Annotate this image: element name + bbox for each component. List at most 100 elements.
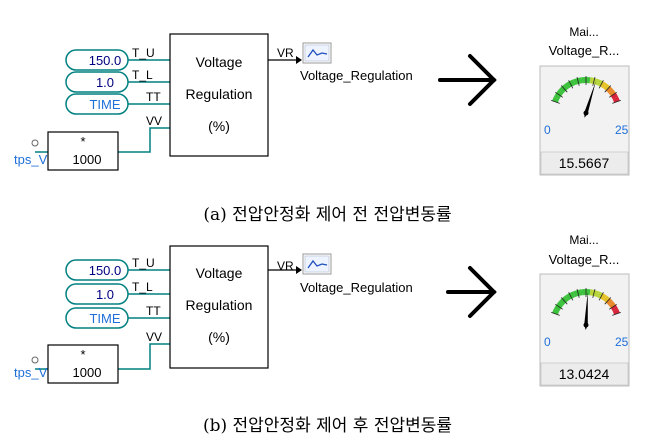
gauge-tick: [608, 303, 617, 310]
block-line3: (%): [208, 118, 230, 134]
gauge-hub: [583, 110, 589, 116]
signal-label: tps_V: [14, 365, 48, 380]
multiplier-value: 1000: [73, 152, 102, 167]
output-label: Voltage_Regulation: [300, 280, 413, 295]
gauge-arc-segment: [596, 79, 603, 87]
schematic-b: 150.0 1.0 TIME * 1000 tps_V Voltage Regu…: [14, 233, 630, 387]
gauge-arc-segment: [561, 295, 569, 303]
input-150-value: 150.0: [89, 263, 122, 278]
input-1-value: 1.0: [96, 75, 114, 90]
gauge-tick: [555, 303, 564, 310]
graph-icon-a[interactable]: [302, 42, 332, 64]
input-time-value: TIME: [89, 97, 120, 112]
meter-b[interactable]: 0 25 13.0424: [539, 273, 630, 387]
gauge-needle: [584, 81, 596, 118]
gauge-arc-segment: [556, 89, 564, 97]
multiplier-block-a[interactable]: * 1000: [47, 131, 119, 171]
voltage-regulation-block-b[interactable]: Voltage Regulation (%) T_U T_L TT VV VR: [132, 245, 294, 369]
gauge-arc-segment: [569, 79, 576, 87]
meter-min: 0: [544, 123, 551, 137]
meter-a[interactable]: 0 25 15.5667: [539, 65, 630, 176]
gauge-tick: [598, 292, 604, 301]
gauge-arc-segment: [581, 77, 586, 84]
signal-tps-v-b[interactable]: tps_V: [14, 356, 48, 380]
arrow-icon-a: [438, 54, 497, 106]
port-vv: VV: [146, 114, 162, 128]
gauge-tick: [592, 77, 596, 86]
gauge-arc-segment: [565, 293, 572, 301]
input-150-a[interactable]: 150.0: [65, 49, 129, 71]
panel-a: 150.0 1.0 TIME * 1000 tps_V Voltage Regu…: [14, 25, 630, 176]
gauge-hub: [583, 322, 589, 328]
gauge-tick: [551, 99, 560, 104]
gauge-arc-segment: [581, 289, 586, 296]
meter-readout: 13.0424: [559, 366, 610, 382]
gauge-tick: [568, 292, 574, 301]
gauge-a: [551, 76, 621, 118]
meter-max: 25: [615, 335, 629, 349]
gauge-arc-segment: [608, 89, 616, 97]
gauge-tick: [576, 289, 580, 298]
gauge-tick: [604, 85, 612, 93]
gauge-tick: [612, 99, 621, 104]
block-line1: Voltage: [196, 265, 243, 281]
gauge-arc-segment: [606, 298, 614, 306]
gauge-tick: [576, 77, 580, 86]
multiplier-value: 1000: [73, 365, 102, 380]
input-150-value: 150.0: [89, 53, 122, 68]
meter-title1: Mai...: [569, 25, 598, 39]
port-tt: TT: [146, 90, 161, 104]
meter-title2: Voltage_R...: [549, 43, 620, 58]
port-vr: VR: [277, 259, 294, 273]
multiplier-block-b[interactable]: * 1000: [47, 344, 119, 384]
gauge-arc-segment: [569, 291, 576, 299]
meter-title2: Voltage_R...: [549, 252, 620, 267]
gauge-tick: [604, 297, 612, 305]
gauge-tick: [598, 80, 604, 89]
gauge-needle: [584, 292, 588, 330]
input-150-b[interactable]: 150.0: [65, 259, 129, 281]
arrow-icon-b: [446, 266, 497, 318]
gauge-tick: [560, 297, 568, 305]
gauge-arc-segment: [600, 293, 607, 301]
gauge-arc-segment: [586, 77, 591, 84]
signal-label: tps_V: [14, 152, 48, 167]
output-label: Voltage_Regulation: [300, 68, 413, 83]
port-vv: VV: [146, 330, 162, 344]
input-time-b[interactable]: TIME: [65, 307, 129, 329]
wires-b: [35, 269, 170, 370]
gauge-arc-segment: [603, 83, 611, 91]
meter-min: 0: [544, 335, 551, 349]
meter-title1: Mai...: [569, 233, 598, 247]
gauge-arc-segment: [606, 86, 614, 94]
port-t-u: T_U: [132, 46, 155, 60]
input-1-b[interactable]: 1.0: [65, 283, 129, 305]
gauge-arc-segment: [558, 86, 566, 94]
input-1-a[interactable]: 1.0: [65, 71, 129, 93]
port-t-u: T_U: [132, 256, 155, 270]
gauge-tick: [608, 91, 617, 98]
gauge-arc-segment: [553, 304, 562, 312]
signal-tps-v-a[interactable]: tps_V: [14, 139, 48, 167]
block-line2: Regulation: [186, 297, 253, 313]
gauge-arc-segment: [608, 301, 616, 309]
gauge-arc-segment: [586, 289, 591, 296]
block-line1: Voltage: [196, 54, 243, 70]
graph-icon-b[interactable]: [302, 253, 332, 275]
meter-readout: 15.5667: [559, 155, 610, 171]
gauge-arc-segment: [603, 295, 611, 303]
port-vr: VR: [277, 46, 294, 60]
port-t-l: T_L: [132, 68, 153, 82]
gauge-tick: [568, 80, 574, 89]
input-1-value: 1.0: [96, 287, 114, 302]
block-line2: Regulation: [186, 86, 253, 102]
input-time-a[interactable]: TIME: [65, 93, 129, 115]
voltage-regulation-block-a[interactable]: Voltage Regulation (%) T_U T_L TT VV VR: [132, 33, 294, 157]
gauge-arc-segment: [600, 81, 607, 89]
meter-max: 25: [615, 123, 629, 137]
port-tt: TT: [146, 304, 161, 318]
caption-b: (b) 전압안정화 제어 후 전압변동률: [202, 416, 453, 436]
input-time-value: TIME: [89, 311, 120, 326]
gauge-arc-segment: [610, 304, 619, 312]
multiplier-op: *: [80, 134, 85, 149]
